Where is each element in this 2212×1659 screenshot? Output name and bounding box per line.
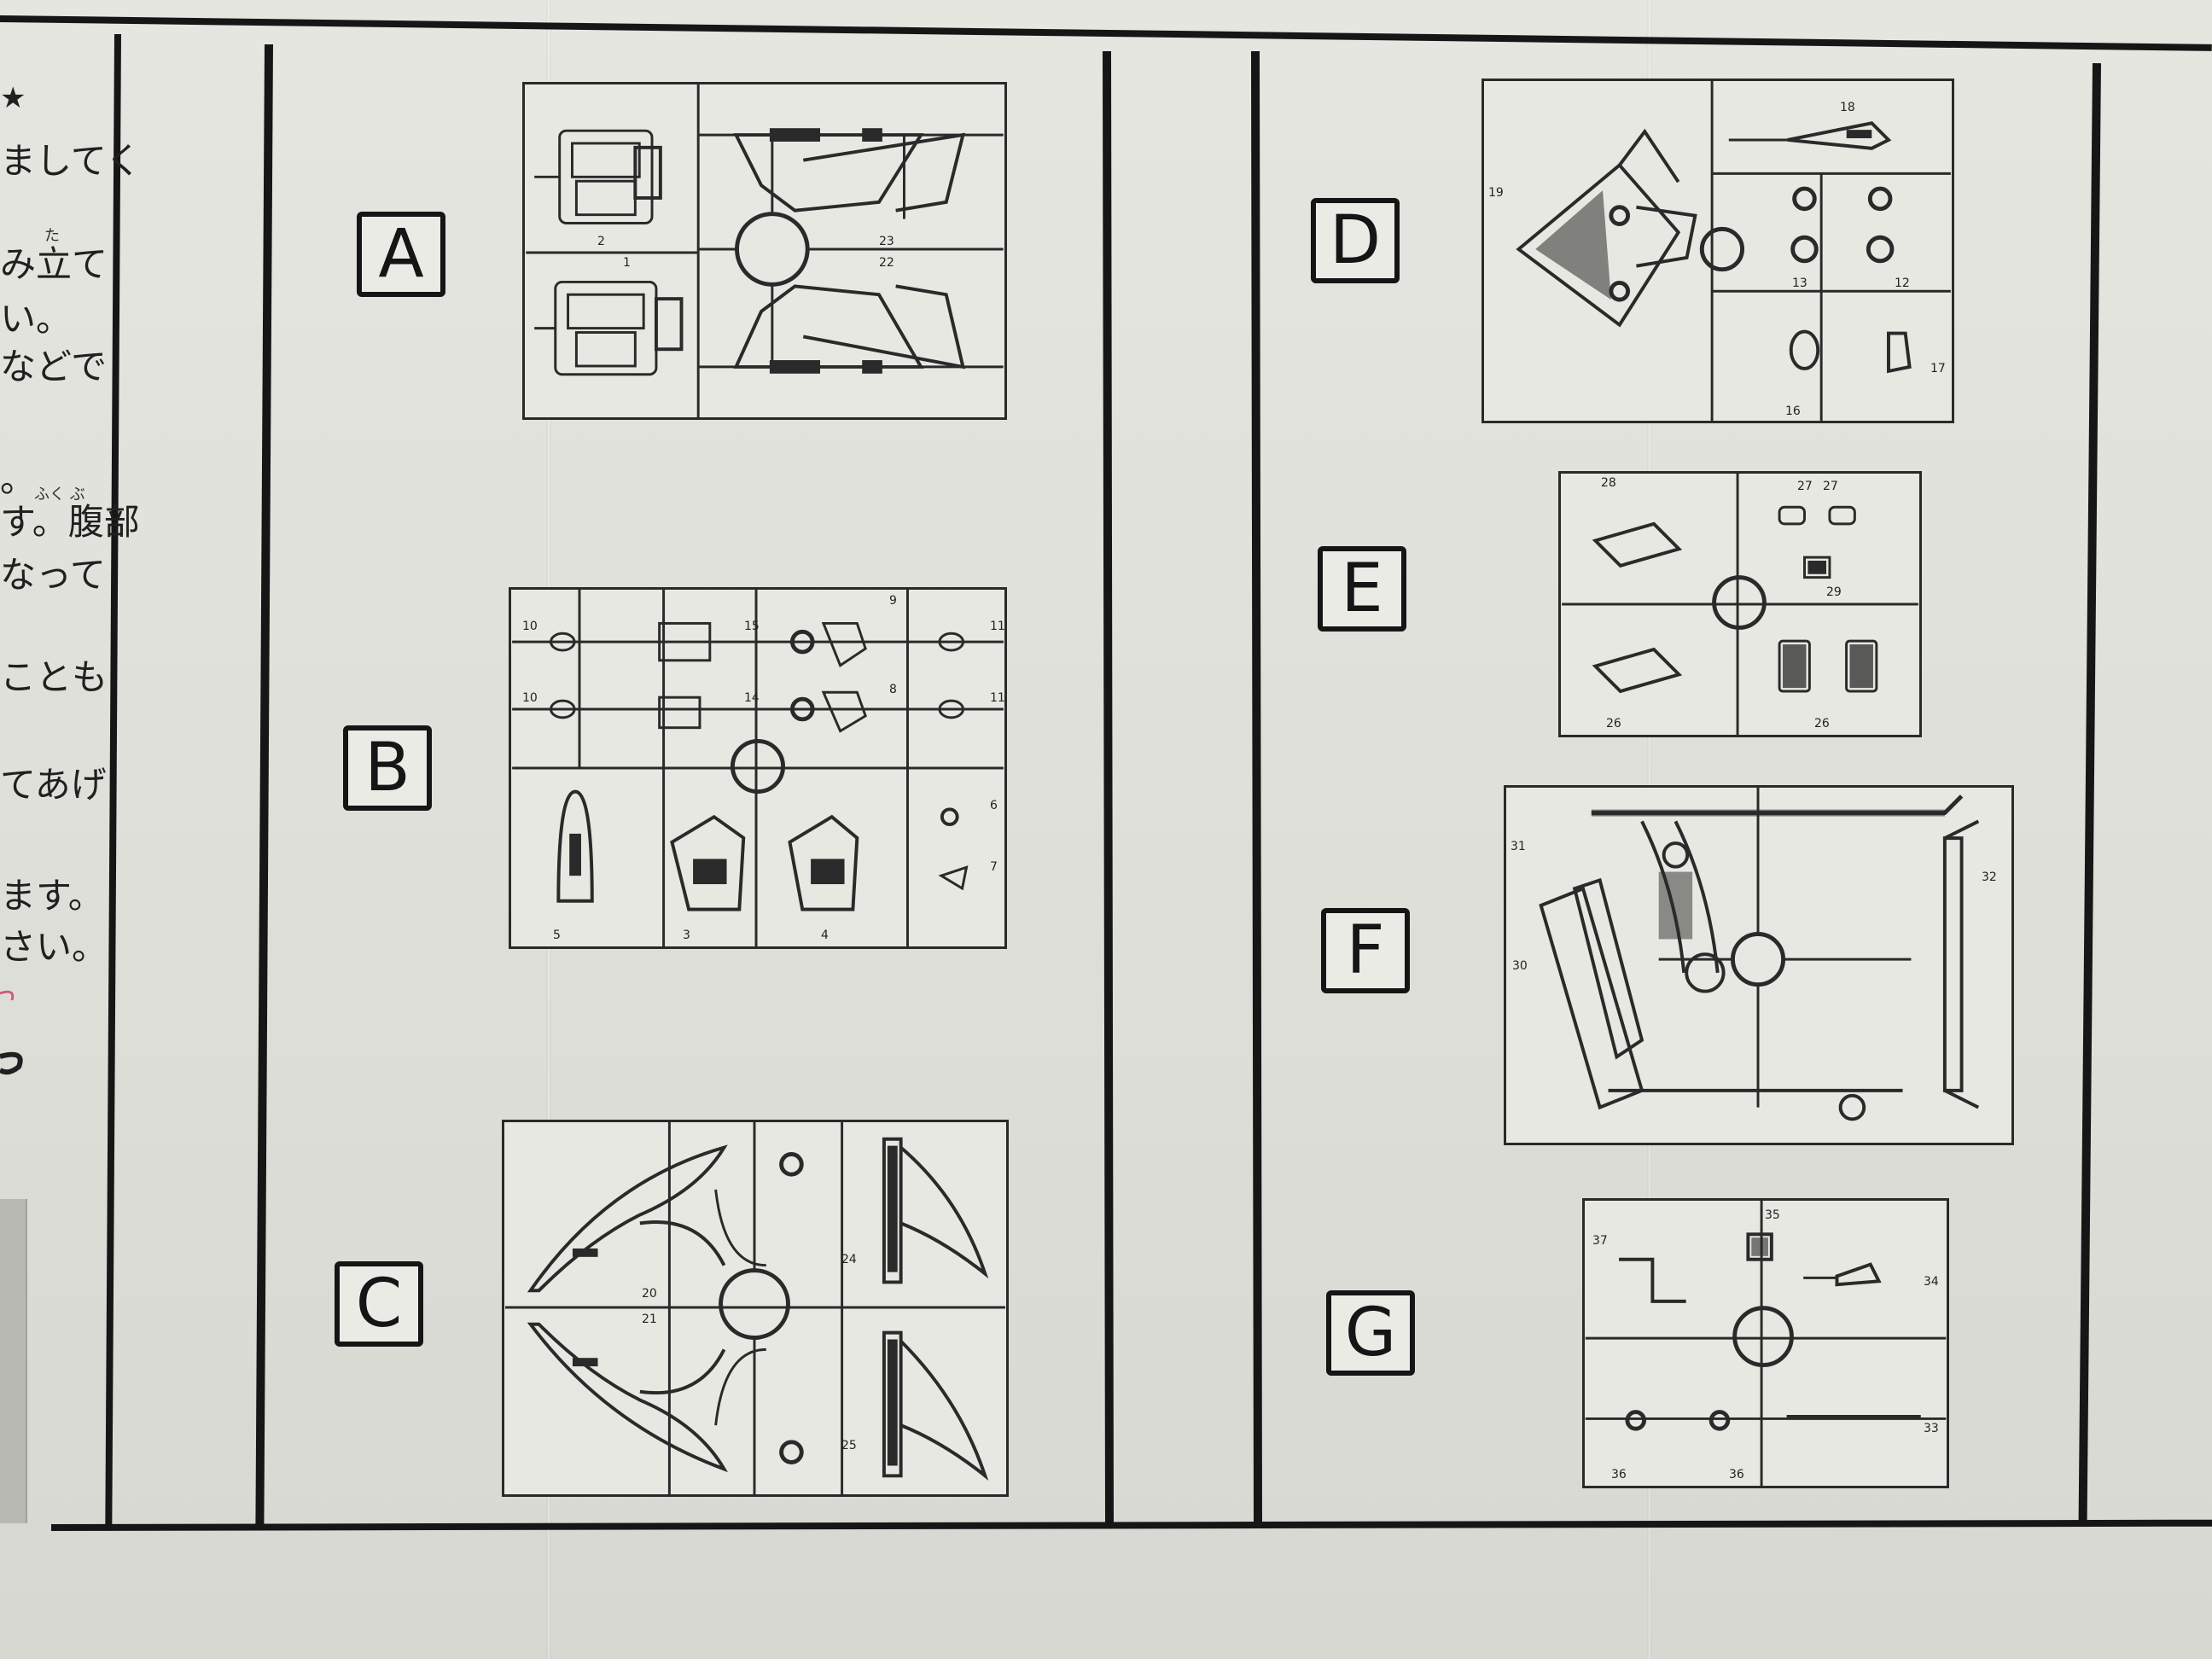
section-letter: B [364, 730, 410, 806]
left-text-line: ます。 [0, 875, 104, 917]
part-number: 29 [1826, 585, 1842, 599]
part-number: 11 [990, 620, 1005, 633]
runner-c [502, 1120, 1009, 1497]
part-number: 36 [1611, 1468, 1627, 1481]
part-number: 16 [1785, 405, 1801, 418]
part-number: 19 [1488, 186, 1504, 200]
left-text-line: てあげ [0, 764, 107, 806]
runner-b-drawing [512, 590, 1004, 946]
runner-c-drawing [505, 1122, 1005, 1494]
section-letter: F [1346, 912, 1385, 989]
part-number: 11 [990, 691, 1005, 705]
part-number: 5 [553, 928, 561, 942]
left-text-line: み立て [0, 243, 108, 285]
part-number: 17 [1930, 362, 1946, 375]
part-number: 27 [1823, 480, 1838, 493]
section-label-f: F [1321, 908, 1410, 993]
section-letter: E [1341, 550, 1383, 627]
part-number: 3 [683, 928, 690, 942]
part-number: 18 [1840, 101, 1855, 114]
section-label-a: A [357, 212, 445, 297]
left-text-line: ことも [0, 656, 108, 698]
left-text-line: さい。 [0, 926, 108, 968]
part-number: 8 [889, 683, 897, 696]
part-number: 14 [744, 691, 760, 705]
part-number: 13 [1792, 276, 1807, 290]
part-number: 10 [522, 691, 538, 705]
section-letter: G [1344, 1295, 1397, 1371]
left-text-line: す。腹部 [0, 501, 140, 543]
section-label-c: C [335, 1261, 423, 1347]
left-text-line: などで [0, 346, 108, 387]
part-number: 4 [821, 928, 829, 942]
part-number: 15 [744, 620, 760, 633]
part-number: 7 [990, 860, 998, 874]
part-number: 10 [522, 620, 538, 633]
printed-strip [0, 1199, 27, 1523]
runner-d-drawing [1516, 81, 1951, 421]
runner-f [1504, 785, 2014, 1145]
left-text-line: ★ [0, 81, 26, 115]
runner-a-drawing [526, 84, 1004, 417]
runner-a [522, 82, 1007, 420]
part-number: 26 [1814, 717, 1830, 731]
part-number: 32 [1982, 870, 1997, 884]
part-number: 6 [990, 799, 998, 812]
left-text-line: い。 [0, 298, 73, 340]
part-number: 12 [1895, 276, 1910, 290]
part-number: 9 [889, 594, 897, 608]
part-number: 30 [1512, 959, 1528, 973]
section-letter: D [1329, 202, 1382, 279]
runner-g-drawing [1585, 1201, 1947, 1486]
part-number: 37 [1592, 1234, 1608, 1248]
section-letter: A [378, 216, 424, 293]
ruby-text: た [44, 227, 60, 245]
part-number: 34 [1924, 1275, 1939, 1289]
handwritten-mark [0, 990, 23, 1075]
left-text-line: なって [0, 554, 106, 596]
part-number: 36 [1729, 1468, 1744, 1481]
left-text-line: ましてく [0, 140, 142, 182]
runner-e [1558, 471, 1922, 737]
ruby-text: ふく ぶ [34, 486, 85, 504]
part-number: 35 [1765, 1208, 1780, 1222]
runner-b [509, 587, 1007, 949]
runner-g [1582, 1198, 1949, 1488]
runner-f-drawing [1539, 788, 1980, 1121]
section-label-g: G [1326, 1290, 1415, 1376]
part-number: 25 [841, 1439, 857, 1452]
part-number: 26 [1606, 717, 1621, 731]
part-number: 20 [642, 1287, 657, 1301]
part-number: 31 [1511, 840, 1526, 853]
part-number: 23 [879, 235, 894, 248]
part-number: 28 [1601, 476, 1616, 490]
part-number: 2 [597, 235, 605, 248]
part-number: 21 [642, 1313, 657, 1326]
part-number: 24 [841, 1253, 857, 1266]
part-number: 33 [1924, 1422, 1939, 1435]
section-label-d: D [1311, 198, 1400, 283]
left-text-line: 。 [0, 458, 37, 500]
section-label-b: B [343, 725, 432, 811]
runner-d [1481, 79, 1954, 423]
part-number: 1 [623, 256, 631, 270]
runner-e-drawing [1562, 474, 1918, 735]
part-number: 22 [879, 256, 894, 270]
section-letter: C [355, 1266, 403, 1342]
section-label-e: E [1318, 546, 1406, 632]
part-number: 27 [1797, 480, 1813, 493]
